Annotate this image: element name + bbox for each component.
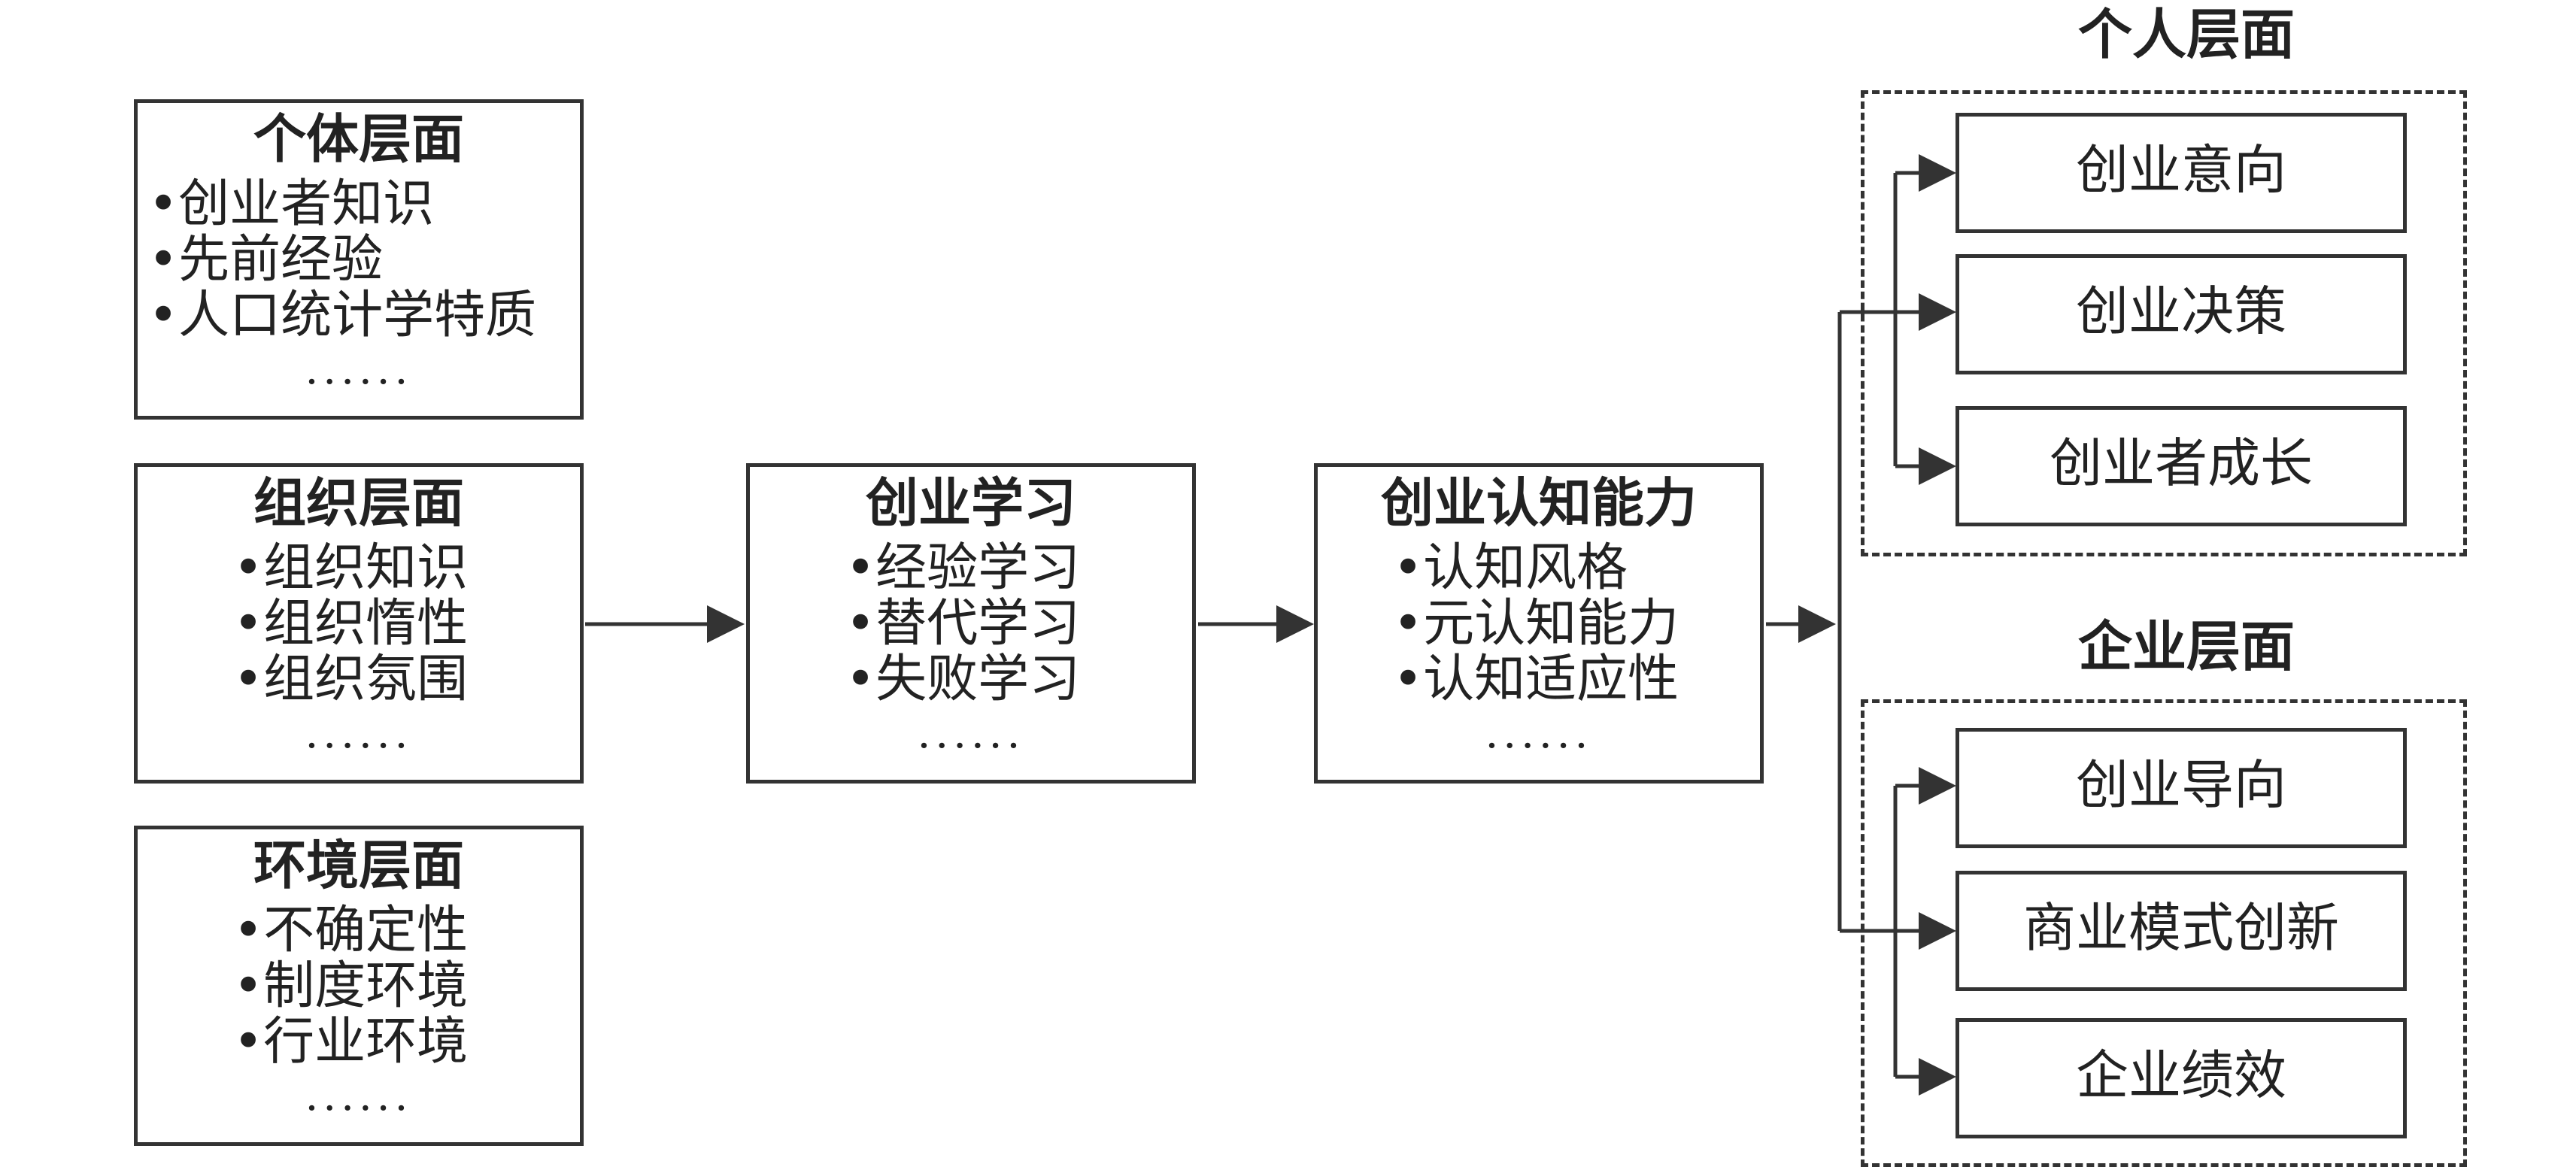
list-item: 制度环境 xyxy=(233,959,468,1014)
list-item: 行业环境 xyxy=(233,1014,468,1070)
outcome-box-entrepreneurial-decision: 创业决策 xyxy=(1956,254,2407,374)
outcome-box-entrepreneurial-intention: 创业意向 xyxy=(1956,113,2407,233)
entrepreneurial-learning-items: 经验学习 替代学习 失败学习 xyxy=(845,541,1080,708)
list-item: 认知风格 xyxy=(1393,541,1679,596)
list-item: 元认知能力 xyxy=(1393,596,1679,652)
list-item: 先前经验 xyxy=(148,232,536,288)
list-item: 不确定性 xyxy=(233,903,468,959)
list-item: 人口统计学特质 xyxy=(148,288,536,344)
individual-level-items: 创业者知识 先前经验 人口统计学特质 xyxy=(148,177,536,344)
list-item: 经验学习 xyxy=(845,541,1080,596)
cognitive-ability-box: 创业认知能力 认知风格 元认知能力 认知适应性 ······ xyxy=(1314,463,1764,784)
cognitive-ability-title: 创业认知能力 xyxy=(1381,471,1697,534)
outcome-box-entrepreneur-growth: 创业者成长 xyxy=(1956,406,2407,526)
personal-outcomes-group xyxy=(1861,90,2467,556)
list-item: 认知适应性 xyxy=(1393,652,1679,708)
list-item: 组织惰性 xyxy=(233,596,468,652)
individual-level-title: 个体层面 xyxy=(253,108,464,170)
environment-level-ellipsis: ······ xyxy=(305,1084,413,1133)
list-item: 创业者知识 xyxy=(148,177,536,232)
individual-level-ellipsis: ······ xyxy=(305,358,413,407)
list-item: 失败学习 xyxy=(845,652,1080,708)
cognitive-ability-items: 认知风格 元认知能力 认知适应性 xyxy=(1393,541,1679,708)
firm-outcomes-heading: 企业层面 xyxy=(2077,614,2295,678)
organization-level-box: 组织层面 组织知识 组织惰性 组织氛围 ······ xyxy=(134,463,584,784)
environment-level-box: 环境层面 不确定性 制度环境 行业环境 ······ xyxy=(134,826,584,1146)
entrepreneurial-learning-ellipsis: ······ xyxy=(917,722,1025,771)
cognitive-ability-ellipsis: ······ xyxy=(1485,722,1593,771)
personal-outcomes-heading: 个人层面 xyxy=(2077,2,2295,66)
outcome-box-business-model-innovation: 商业模式创新 xyxy=(1956,871,2407,991)
individual-level-box: 个体层面 创业者知识 先前经验 人口统计学特质 ······ xyxy=(134,99,584,420)
environment-level-items: 不确定性 制度环境 行业环境 xyxy=(233,903,468,1070)
entrepreneurial-learning-box: 创业学习 经验学习 替代学习 失败学习 ······ xyxy=(746,463,1196,784)
organization-level-items: 组织知识 组织惰性 组织氛围 xyxy=(233,541,468,708)
list-item: 组织知识 xyxy=(233,541,468,596)
entrepreneurial-learning-title: 创业学习 xyxy=(866,471,1076,534)
list-item: 组织氛围 xyxy=(233,652,468,708)
organization-level-title: 组织层面 xyxy=(253,471,464,534)
environment-level-title: 环境层面 xyxy=(253,834,464,896)
outcome-box-entrepreneurial-orientation: 创业导向 xyxy=(1956,728,2407,848)
outcome-box-firm-performance: 企业绩效 xyxy=(1956,1018,2407,1138)
organization-level-ellipsis: ······ xyxy=(305,722,413,771)
list-item: 替代学习 xyxy=(845,596,1080,652)
